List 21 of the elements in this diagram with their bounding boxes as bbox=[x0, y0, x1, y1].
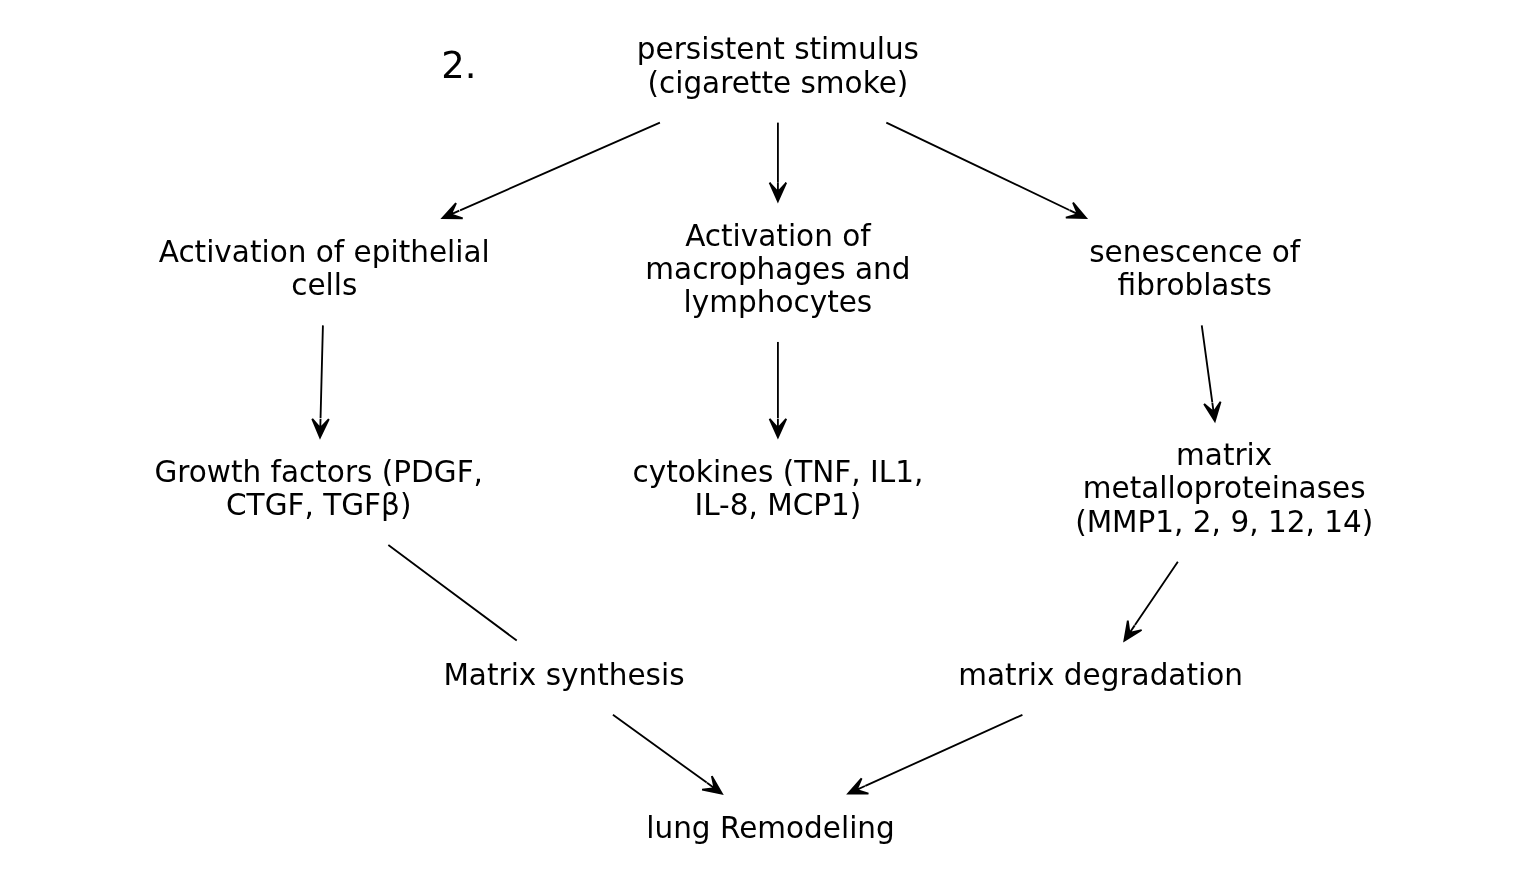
arrow bbox=[1122, 560, 1179, 642]
arrow bbox=[846, 713, 1023, 795]
node-text: Activation of macrophages and lymphocytes bbox=[644, 218, 910, 320]
arrow bbox=[768, 341, 787, 439]
node-text: cytokines (TNF, IL1, IL-8, MCP1) bbox=[632, 454, 923, 522]
node-text: Activation of epithelial cells bbox=[158, 235, 490, 303]
node-text: matrix degradation bbox=[957, 657, 1243, 692]
arrow bbox=[884, 121, 1087, 219]
node-text: senescence of fibroblasts bbox=[1088, 235, 1300, 303]
connector bbox=[386, 544, 518, 642]
arrow bbox=[441, 121, 661, 220]
node-text: Growth factors (PDGF, CTGF, TGFβ) bbox=[153, 454, 483, 522]
arrow bbox=[611, 713, 723, 795]
node-text: lung Remodeling bbox=[645, 810, 895, 845]
node-text: persistent stimulus (cigarette smoke) bbox=[636, 32, 919, 100]
node-text: matrix metalloproteinases (MMP1, 2, 9, 12, 14) bbox=[1074, 438, 1373, 539]
arrow bbox=[768, 121, 787, 203]
node-text: Matrix synthesis bbox=[442, 657, 685, 692]
arrow bbox=[310, 324, 330, 439]
arrow bbox=[1200, 324, 1221, 422]
label: 2. bbox=[440, 44, 476, 88]
